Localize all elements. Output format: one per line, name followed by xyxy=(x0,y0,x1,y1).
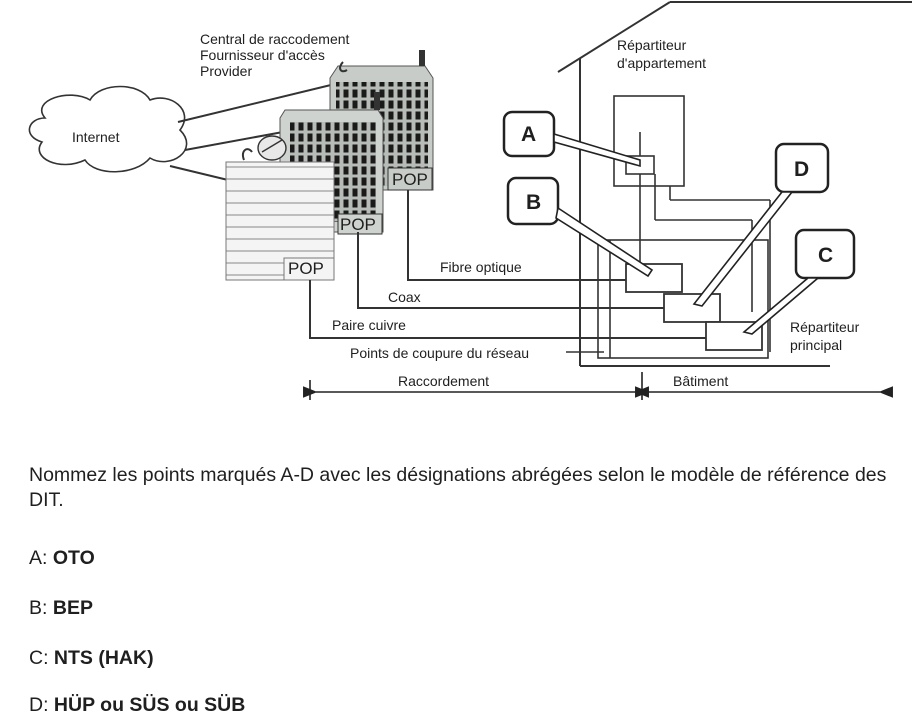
dimension-arrows xyxy=(303,372,893,400)
network-diagram: Internet Central de raccodement Fourniss… xyxy=(28,1,912,400)
answer-d-value: HÜP ou SÜS ou SÜB xyxy=(53,694,246,716)
apartment-label-line-1: Répartiteur xyxy=(617,37,687,53)
answer-b-letter: B: xyxy=(29,597,48,619)
provider-line-2: Fournisseur d'accès xyxy=(200,47,325,63)
answer-c: C: NTS (HAK) xyxy=(29,647,154,670)
main-distributor-line-1: Répartiteur xyxy=(790,319,860,335)
internet-cloud: Internet xyxy=(28,85,188,173)
pop-label-3: POP xyxy=(288,259,324,278)
building-label: Bâtiment xyxy=(673,373,728,389)
callout-b: B xyxy=(506,176,654,278)
callout-d-letter: D xyxy=(794,158,809,181)
cut-points-label: Points de coupure du réseau xyxy=(350,345,529,361)
pop-label-1: POP xyxy=(392,170,428,189)
box-d xyxy=(663,293,721,323)
callout-a: A xyxy=(502,110,641,168)
answer-a: A: OTO xyxy=(29,547,95,570)
coax-label: Coax xyxy=(388,289,421,305)
internet-label: Internet xyxy=(72,129,120,145)
callout-b-letter: B xyxy=(526,191,541,214)
cables xyxy=(309,190,706,339)
apartment-distributor-label: Répartiteur d'appartement xyxy=(617,37,706,71)
main-distributor-line-2: principal xyxy=(790,337,842,353)
callout-c-letter: C xyxy=(818,244,833,267)
answer-a-letter: A: xyxy=(29,547,48,569)
callout-c: C xyxy=(742,228,856,335)
apartment-label-line-2: d'appartement xyxy=(617,55,706,71)
callout-d: D xyxy=(692,142,830,307)
copper-label: Paire cuivre xyxy=(332,317,406,333)
provider-line-1: Central de raccodement xyxy=(200,31,350,47)
provider-title: Central de raccodement Fournisseur d'acc… xyxy=(200,31,350,79)
answer-c-letter: C: xyxy=(29,647,49,669)
answer-b: B: BEP xyxy=(29,597,93,620)
fibre-label: Fibre optique xyxy=(440,259,522,275)
answer-d: D: HÜP ou SÜS ou SÜB xyxy=(29,694,245,717)
pop-label-2: POP xyxy=(340,215,376,234)
answer-c-value: NTS (HAK) xyxy=(53,647,154,669)
question-text: Nommez les points marqués A-D avec les d… xyxy=(29,464,887,511)
house-outline xyxy=(557,1,912,367)
provider-building-front: POP xyxy=(225,161,335,281)
provider-line-3: Provider xyxy=(200,63,252,79)
internet-links xyxy=(169,83,336,181)
answer-a-value: OTO xyxy=(52,547,95,569)
answer-d-letter: D: xyxy=(29,694,49,716)
callout-a-letter: A xyxy=(521,123,536,146)
connection-label: Raccordement xyxy=(398,373,489,389)
answer-b-value: BEP xyxy=(52,597,93,619)
